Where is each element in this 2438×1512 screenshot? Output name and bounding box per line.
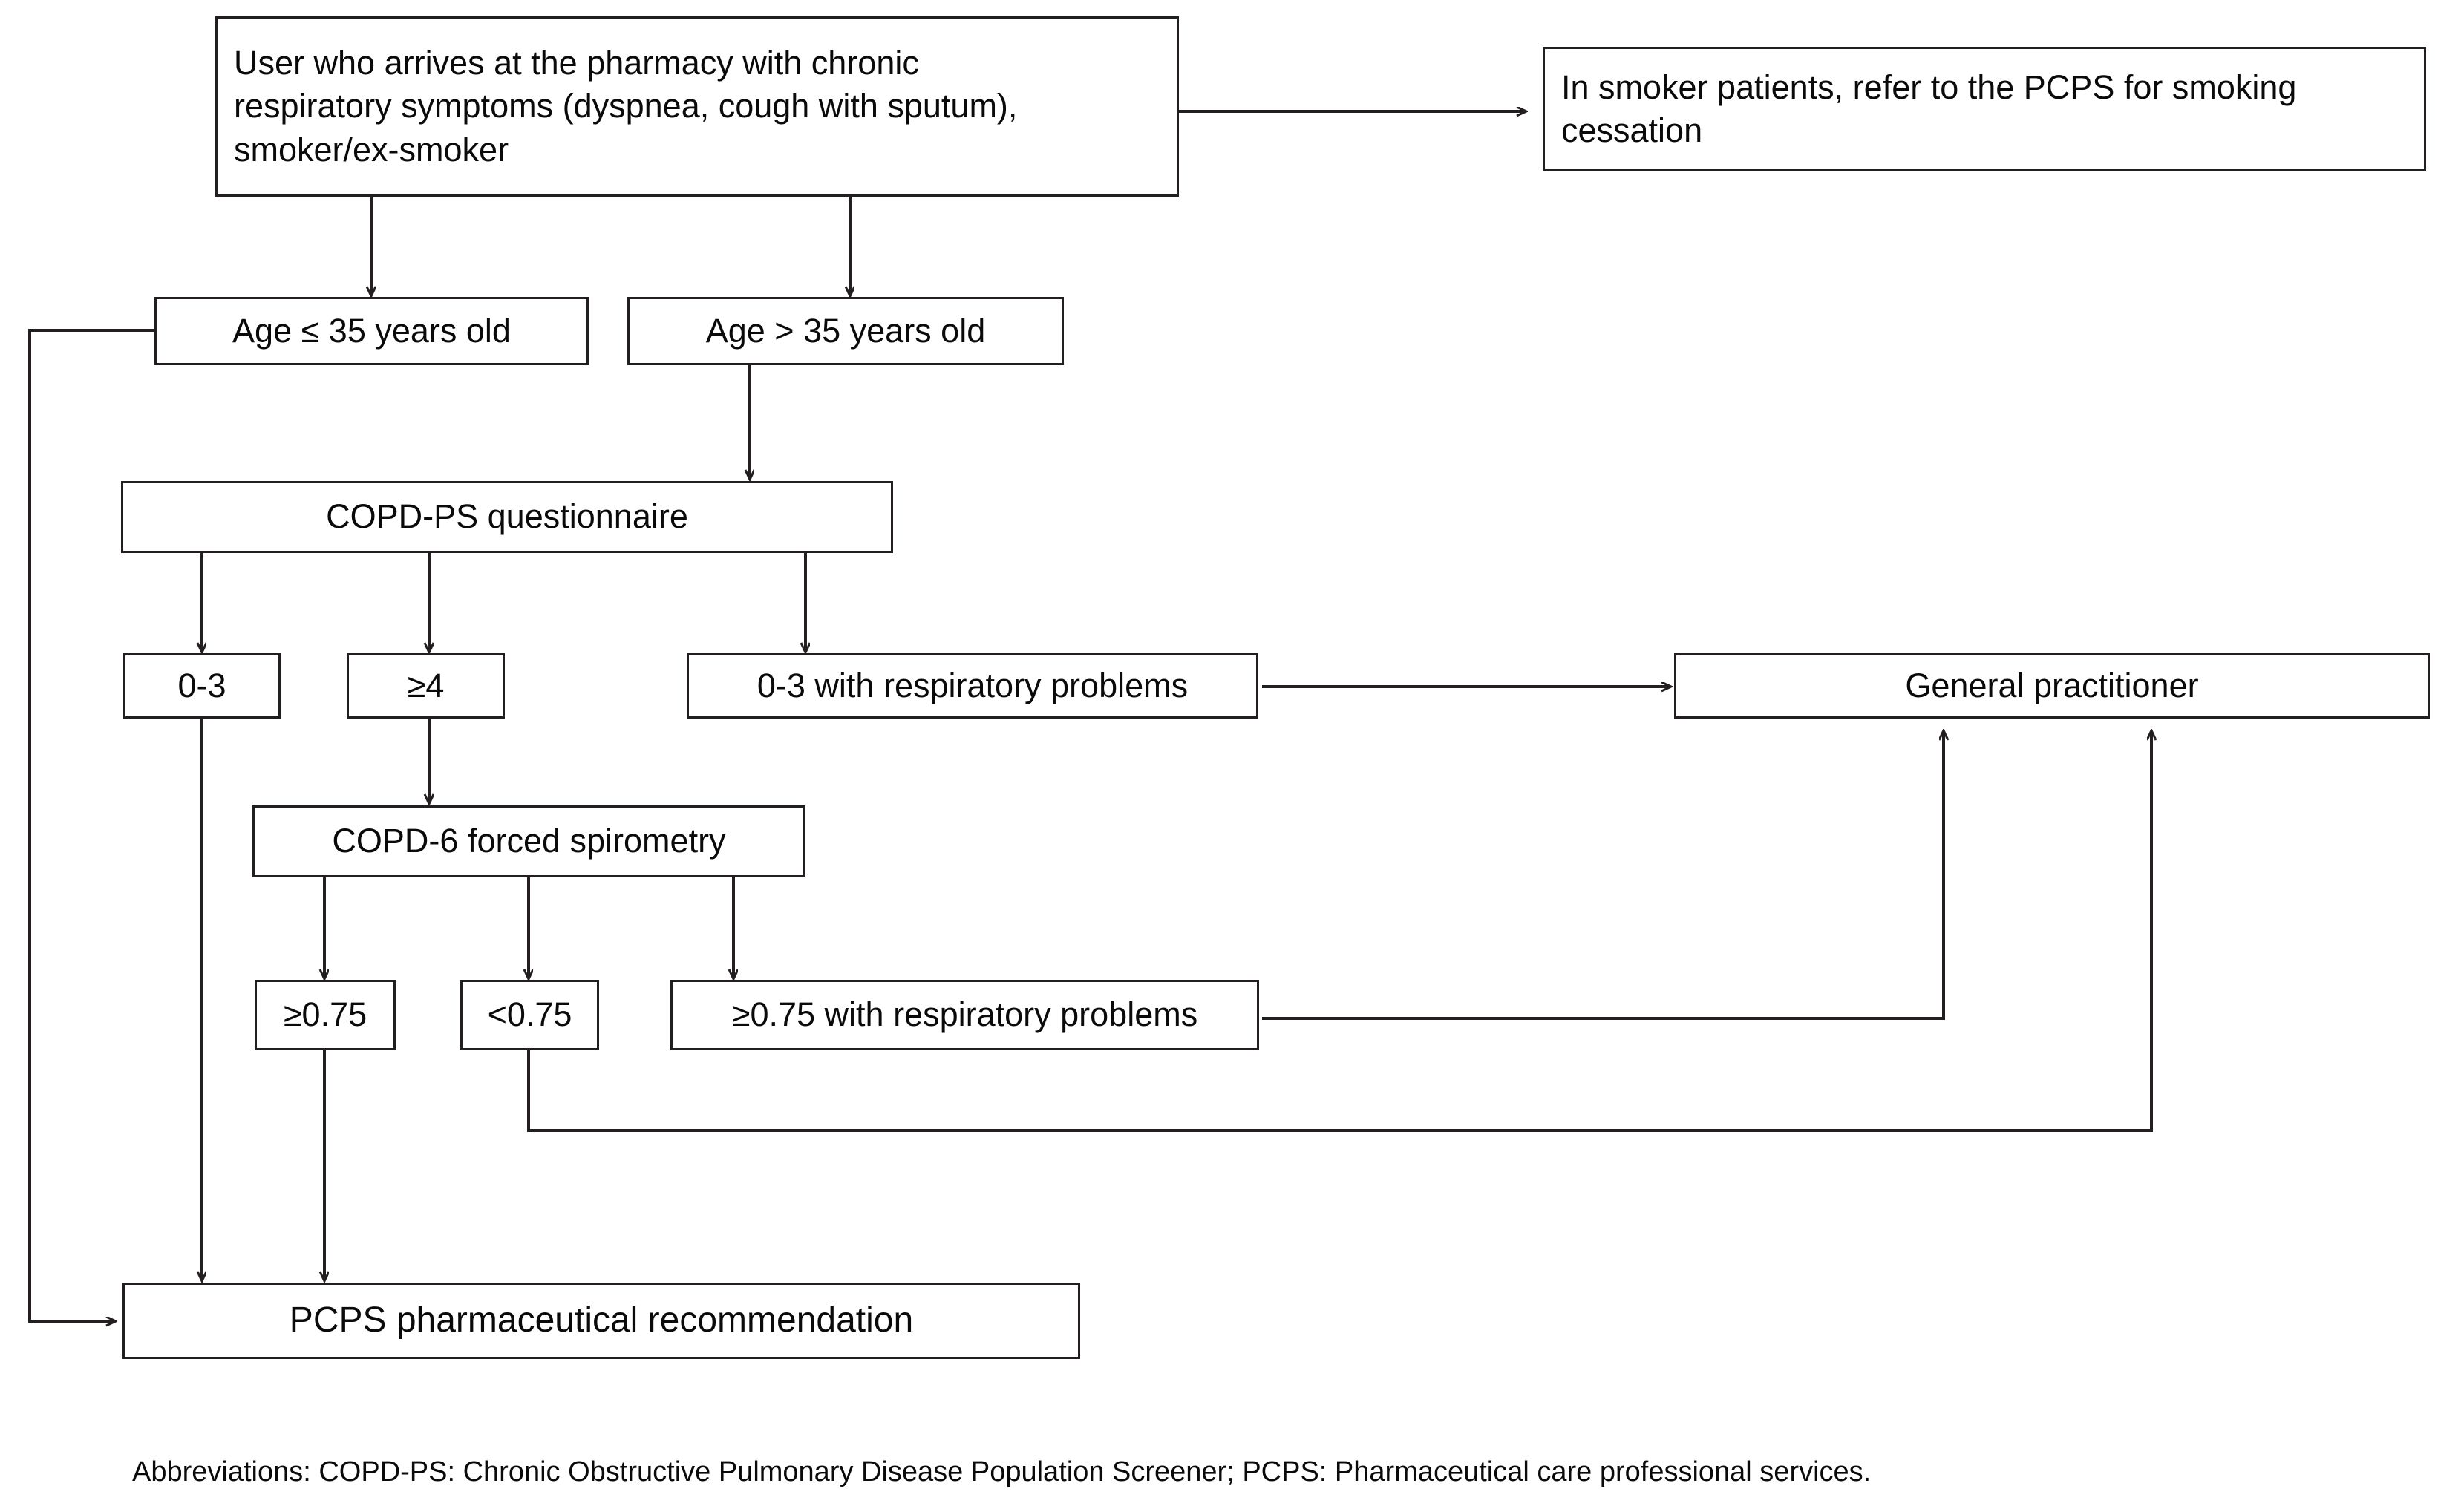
node-copd-ps-questionnaire-label: COPD-PS questionnaire <box>326 497 688 536</box>
node-ratio-ge-075[interactable]: ≥0.75 <box>255 980 396 1050</box>
node-general-practitioner[interactable]: General practitioner <box>1674 653 2430 719</box>
node-ratio-ge-075-respiratory[interactable]: ≥0.75 with respiratory problems <box>670 980 1259 1050</box>
node-ratio-lt-075[interactable]: <0.75 <box>460 980 599 1050</box>
edge-ge075-resp-to-gp <box>1262 731 1944 1020</box>
node-entry-label: User who arrives at the pharmacy with ch… <box>234 43 1018 168</box>
node-general-practitioner-label: General practitioner <box>1905 666 2199 704</box>
node-age-gt-35[interactable]: Age > 35 years old <box>627 297 1064 365</box>
node-smoking-referral[interactable]: In smoker patients, refer to the PCPS fo… <box>1543 47 2426 171</box>
node-ratio-lt-075-label: <0.75 <box>487 995 572 1034</box>
node-ratio-ge-075-label: ≥0.75 <box>283 995 367 1034</box>
node-pcps-recommendation[interactable]: PCPS pharmaceutical recommendation <box>122 1283 1080 1359</box>
node-age-gt-35-label: Age > 35 years old <box>705 311 986 350</box>
node-score-0-3[interactable]: 0-3 <box>123 653 281 719</box>
node-score-ge-4[interactable]: ≥4 <box>347 653 505 719</box>
abbreviations-footnote: Abbreviations: COPD-PS: Chronic Obstruct… <box>132 1456 1872 1488</box>
node-copd6-spirometry-label: COPD-6 forced spirometry <box>332 822 726 860</box>
node-score-ge-4-label: ≥4 <box>407 666 445 704</box>
node-ratio-ge-075-respiratory-label: ≥0.75 with respiratory problems <box>731 995 1198 1034</box>
node-score-0-3-label: 0-3 <box>177 666 226 704</box>
node-age-le-35[interactable]: Age ≤ 35 years old <box>154 297 589 365</box>
node-copd6-spirometry[interactable]: COPD-6 forced spirometry <box>252 805 805 877</box>
node-pcps-recommendation-label: PCPS pharmaceutical recommendation <box>289 1300 914 1341</box>
edge-age-le-to-pcps <box>28 329 154 1321</box>
node-score-0-3-respiratory-label: 0-3 with respiratory problems <box>756 666 1189 704</box>
node-copd-ps-questionnaire[interactable]: COPD-PS questionnaire <box>121 481 893 553</box>
node-age-le-35-label: Age ≤ 35 years old <box>232 311 511 350</box>
edge-lt075-to-gp <box>527 731 2151 1132</box>
node-smoking-referral-label: In smoker patients, refer to the PCPS fo… <box>1561 68 2297 150</box>
node-score-0-3-respiratory[interactable]: 0-3 with respiratory problems <box>687 653 1258 719</box>
node-entry[interactable]: User who arrives at the pharmacy with ch… <box>215 16 1179 197</box>
